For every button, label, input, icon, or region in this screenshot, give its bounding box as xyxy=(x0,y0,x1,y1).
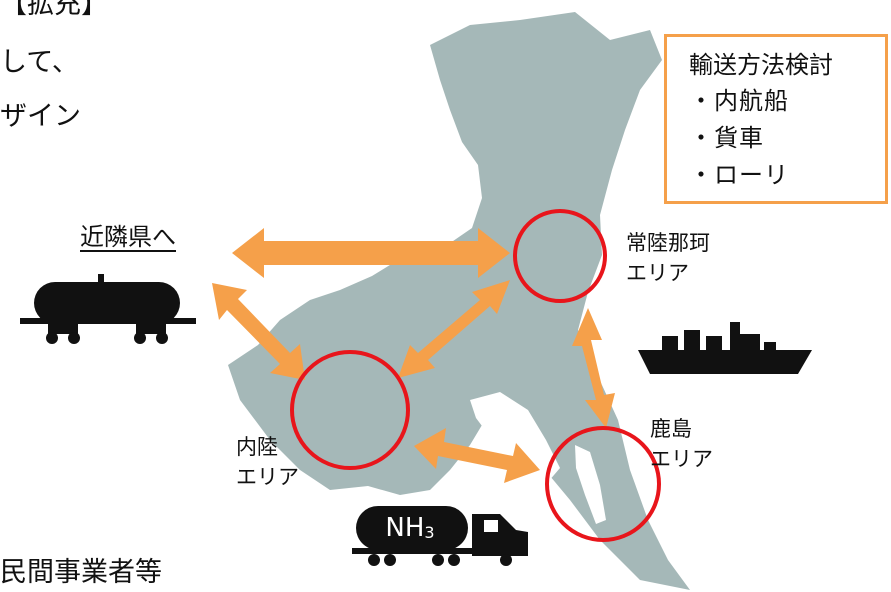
truck-cargo-label-main: NH xyxy=(385,513,425,543)
area-label-kashima-line1: 鹿島 xyxy=(650,417,692,441)
circle-kashima xyxy=(545,426,661,542)
tank-truck-icon xyxy=(352,506,528,566)
body-line-1: して、 xyxy=(0,47,79,78)
cargo-ship-icon xyxy=(638,322,812,374)
area-label-inland-line2: エリア xyxy=(236,465,299,489)
transport-item-ship: ・内航船 xyxy=(689,87,789,115)
arrow-neighbor-inland xyxy=(212,283,305,380)
area-label-hitachinaka: 常陸那珂 エリア xyxy=(626,228,710,288)
area-label-hitachinaka-line1: 常陸那珂 xyxy=(626,231,710,255)
tank-wagon-icon xyxy=(20,274,196,344)
area-label-kashima: 鹿島 エリア xyxy=(650,414,713,474)
transport-box-title: 輸送方法検討 xyxy=(689,51,833,79)
arrow-neighbor-hitachinaka xyxy=(232,228,510,278)
truck-cargo-label: NH3 xyxy=(364,510,456,546)
area-label-kashima-line2: エリア xyxy=(650,447,713,471)
heading-fragment: 【拡充】 xyxy=(0,0,108,20)
transport-item-freight-car: ・貨車 xyxy=(689,124,764,152)
area-label-inland: 内陸 エリア xyxy=(236,432,299,492)
prefecture-map xyxy=(228,12,690,590)
body-line-bottom: 民間事業者等 xyxy=(0,557,162,588)
transport-item-tank-lorry: ・ローリ xyxy=(689,161,789,189)
circle-hitachinaka xyxy=(513,209,607,303)
circle-inland xyxy=(290,350,410,470)
lake-kitaura xyxy=(575,445,606,524)
area-label-inland-line1: 内陸 xyxy=(236,435,278,459)
truck-cargo-label-subscript: 3 xyxy=(424,523,435,542)
body-line-2: ザイン xyxy=(0,101,81,132)
route-arrows xyxy=(212,228,615,483)
neighbor-prefecture-label: 近隣県へ xyxy=(80,223,176,251)
arrow-hitachinaka-kashima xyxy=(572,308,615,428)
area-label-hitachinaka-line2: エリア xyxy=(626,261,689,285)
lake-kasumigaura xyxy=(470,392,560,482)
transport-method-box: 輸送方法検討 ・内航船 ・貨車 ・ローリ xyxy=(664,34,888,204)
arrow-inland-hitachinaka xyxy=(398,280,510,378)
arrow-inland-kashima xyxy=(414,428,540,483)
